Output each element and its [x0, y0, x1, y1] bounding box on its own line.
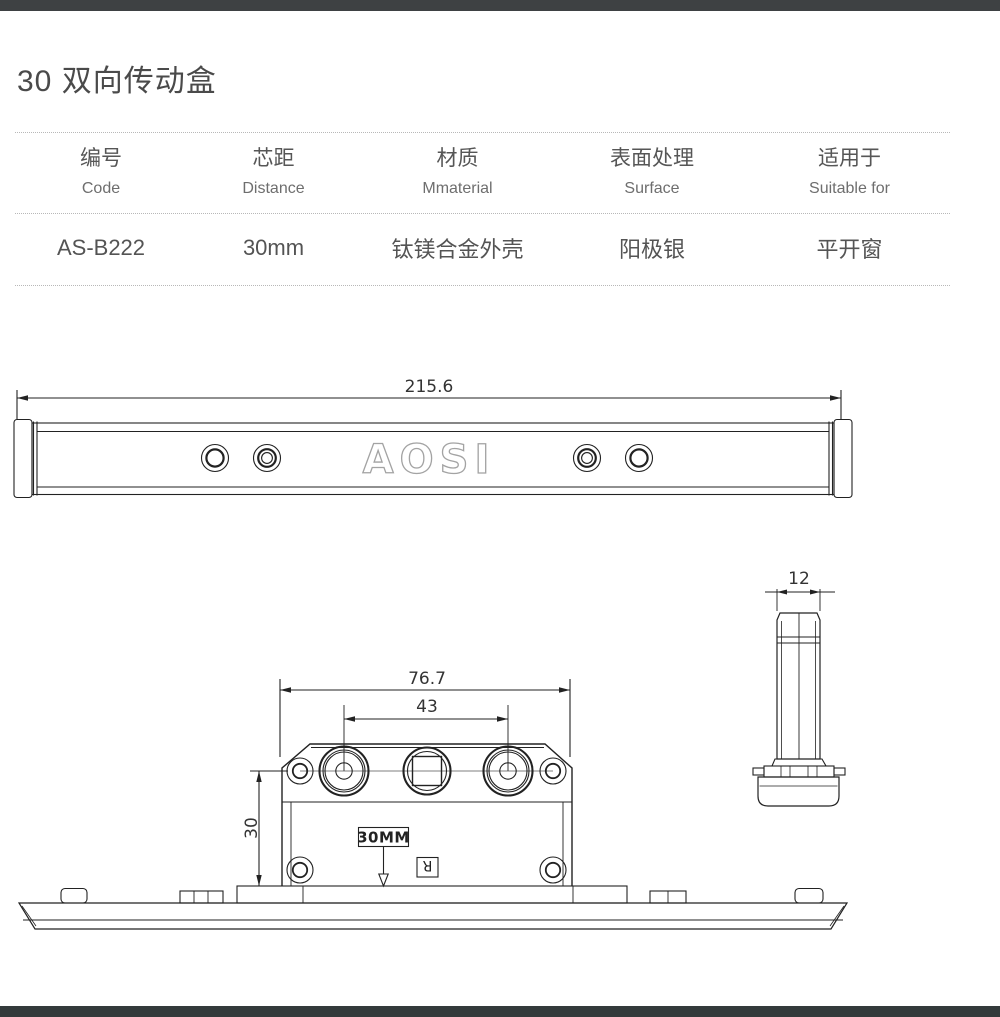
- col-header-material-en: Mmaterial: [422, 180, 493, 197]
- col-header-surface-en: Surface: [624, 180, 680, 197]
- col-header-distance-en: Distance: [242, 180, 305, 197]
- value-surface: 阳极银: [618, 237, 685, 262]
- col-header-code-en: Code: [81, 180, 121, 197]
- value-material: 钛镁合金外壳: [391, 237, 524, 262]
- page-title: 30 双向传动盒: [17, 65, 217, 98]
- brand-logo-text: AOSI: [363, 437, 496, 483]
- col-header-material-zh: 材质: [436, 147, 479, 170]
- top-view-drawing: 215.6 AOSI: [13, 377, 853, 499]
- dim-43: 43: [416, 697, 438, 717]
- col-header-code-zh: 编号: [80, 147, 122, 170]
- bottom-divider-bar: [0, 1006, 1000, 1017]
- label-30mm: 30MM: [357, 829, 410, 847]
- dim-12: 12: [788, 569, 810, 589]
- col-header-suitable-en: Suitable for: [809, 180, 890, 197]
- table-header-row-zh: 编号 芯距 材质 表面处理 适用于: [15, 142, 950, 172]
- dim-215-6: 215.6: [405, 377, 454, 397]
- label-r: R: [422, 857, 432, 873]
- col-header-distance-zh: 芯距: [252, 147, 295, 170]
- col-header-surface-zh: 表面处理: [610, 147, 694, 170]
- dim-30: 30: [242, 817, 262, 839]
- table-divider: [15, 285, 950, 286]
- col-header-suitable-zh: 适用于: [818, 147, 881, 170]
- dim-76-7: 76.7: [408, 669, 446, 689]
- table-header-row-en: Code Distance Mmaterial Surface Suitable…: [15, 178, 950, 200]
- top-divider-bar: [0, 0, 1000, 11]
- side-view-drawing: 12: [752, 569, 846, 807]
- table-data-row: AS-B222 30mm 钛镁合金外壳 阳极银 平开窗: [15, 232, 950, 264]
- front-view-drawing: 76.7 43 30: [17, 669, 849, 930]
- table-divider: [15, 132, 950, 133]
- value-code: AS-B222: [56, 235, 146, 260]
- table-divider: [15, 213, 950, 214]
- value-suitable: 平开窗: [816, 237, 883, 262]
- value-distance: 30mm: [242, 235, 305, 260]
